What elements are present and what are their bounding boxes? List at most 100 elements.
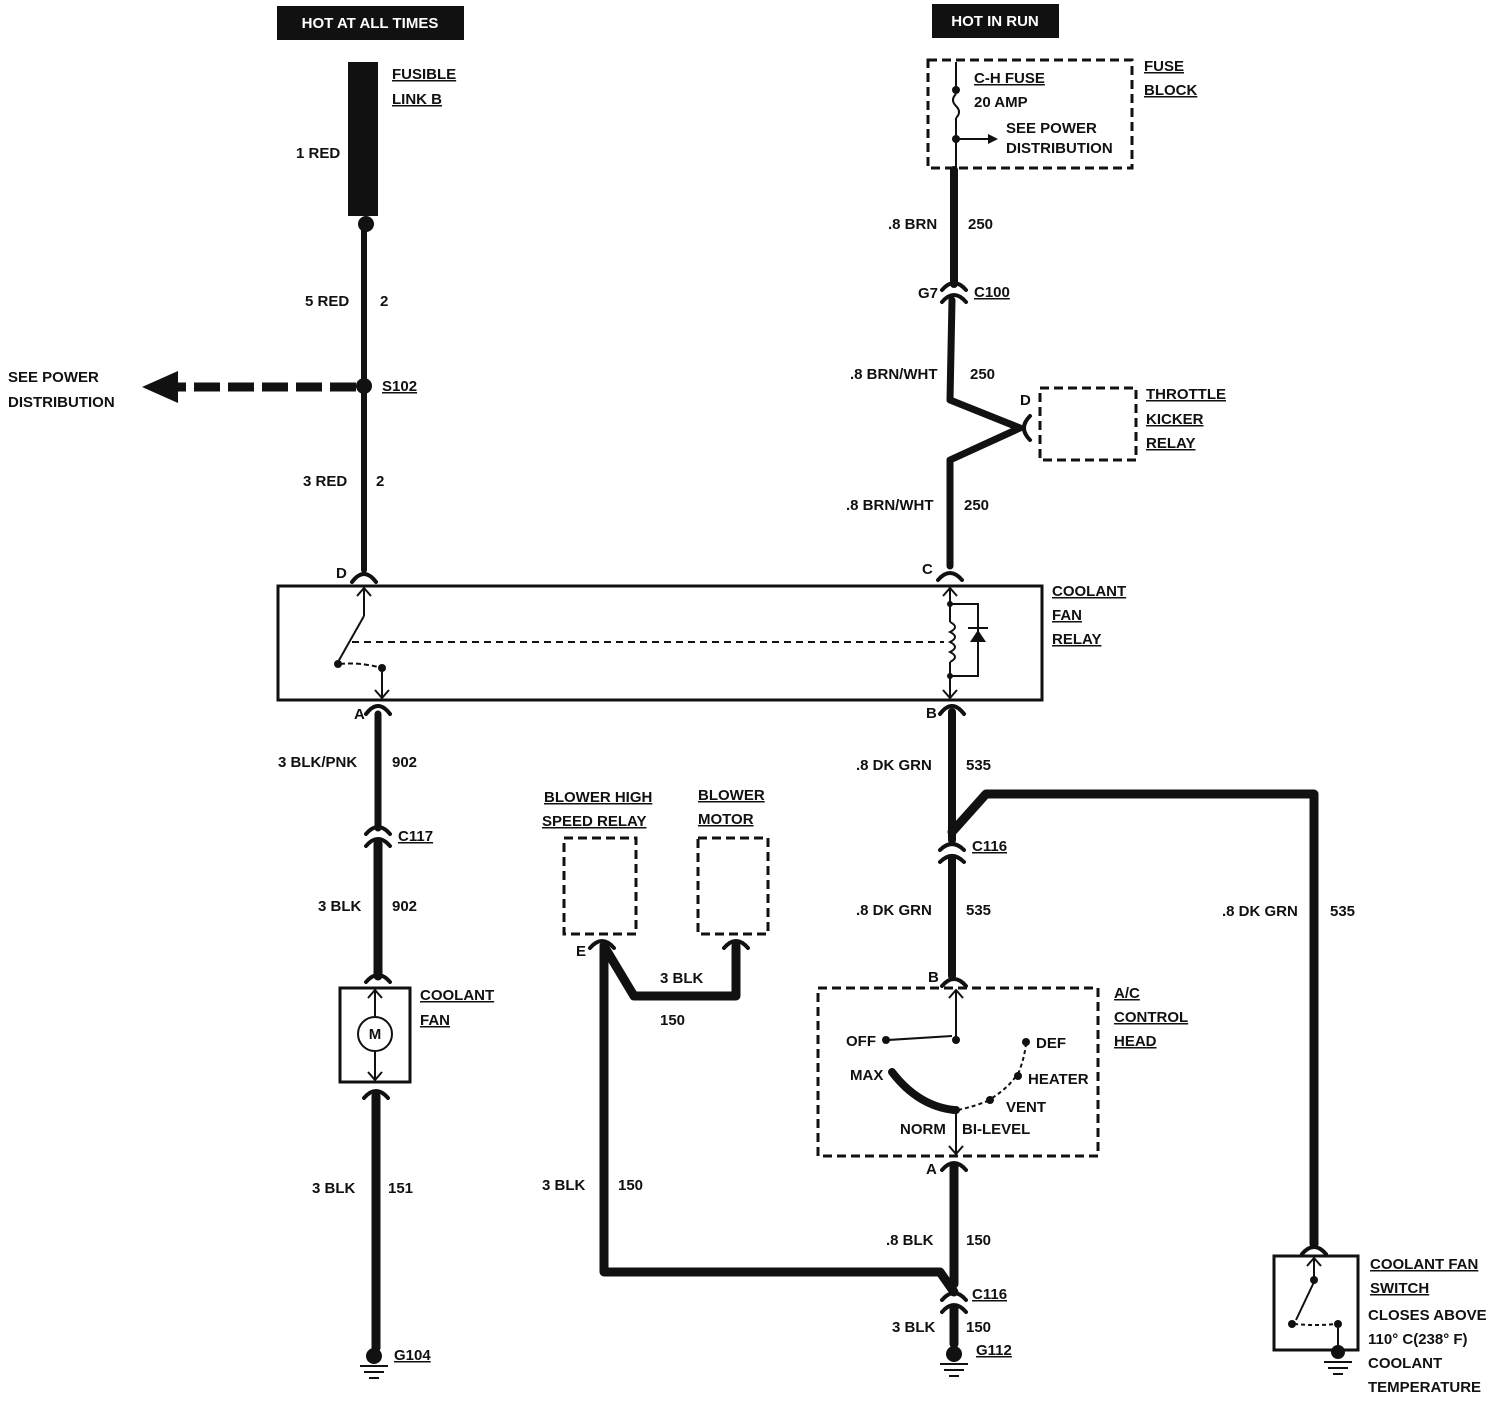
coolant-switch-desc-2: 110° C(238° F) [1368,1331,1468,1348]
c100-pin: G7 [918,285,938,302]
kicker-label-2: KICKER [1146,411,1204,428]
ac-pos-off: OFF [846,1033,876,1050]
connector-blower-relay-e [588,939,616,950]
blower-relay-label-2: SPEED RELAY [542,813,646,830]
connector-c116-bottom-label: C116 [972,1286,1007,1303]
blower-motor-label-1: BLOWER [698,787,765,804]
coolant-switch-label-2: SWITCH [1370,1280,1429,1297]
wire-dkgrn-1-label: .8 DK GRN [856,757,932,774]
fusible-link-label-1: FUSIBLE [392,66,456,83]
ground-g104 [360,1348,388,1379]
wire-3red-circuit: 2 [376,473,384,490]
coolant-switch-desc-3: COOLANT [1368,1355,1442,1372]
wire-jumper-circuit: 150 [660,1012,685,1029]
ac-pos-max: MAX [850,1067,883,1084]
ground-g112-label: G112 [976,1342,1012,1359]
connector-kicker-d [1022,414,1032,442]
kicker-label-1: THROTTLE [1146,386,1226,403]
wire-3blk-label: 3 BLK [318,898,362,915]
blower-motor [696,836,770,936]
throttle-kicker-relay [1038,386,1138,462]
wire-3blk-circuit: 902 [392,898,417,915]
blower-high-speed-relay [562,836,638,936]
fuse-see-power-2: DISTRIBUTION [1006,140,1113,157]
header-hot-at-all-times: HOT AT ALL TIMES [277,6,464,40]
wire-brnwht-1-label: .8 BRN/WHT [850,366,938,383]
fuse-block-label-2: BLOCK [1144,82,1197,99]
fuse-rating: 20 AMP [974,94,1028,111]
relay-switch-contacts [334,586,944,700]
connector-c116-top-label: C116 [972,838,1007,855]
wire-blower-down-circuit: 150 [618,1177,643,1194]
coolant-fan-label-2: FAN [420,1012,450,1029]
wire-blower-150 [599,941,959,1297]
wire-brnwht-250 [946,296,1024,570]
wire-blk-label: .8 BLK [886,1232,934,1249]
wire-1red-label: 1 RED [296,145,340,162]
splice-s102-label: S102 [382,378,417,395]
ac-pos-vent: VENT [1006,1099,1046,1116]
relay-label-2: FAN [1052,607,1082,624]
ac-pos-heater: HEATER [1028,1071,1089,1088]
relay-pin-a: A [354,706,365,723]
coolant-fan-relay [276,584,1044,702]
wire-gnd-label: 3 BLK [312,1180,356,1197]
coolant-switch-contacts [1288,1256,1352,1375]
connector-c117 [364,825,392,848]
wire-jumper-label: 3 BLK [660,970,704,987]
fuse-name: C-H FUSE [974,70,1045,87]
coolant-fan-switch [1272,1254,1360,1352]
relay-label-3: RELAY [1052,631,1101,648]
ac-pos-bilevel: BI-LEVEL [962,1121,1030,1138]
wire-blk-circuit: 150 [966,1232,991,1249]
blower-relay-label-1: BLOWER HIGH [544,789,652,806]
fusible-link-label-2: LINK B [392,91,442,108]
wire-3blk-150-circuit: 150 [966,1319,991,1336]
fuse-see-power-1: SEE POWER [1006,120,1097,137]
wire-3blk-150-label: 3 BLK [892,1319,936,1336]
wire-brn-circuit: 250 [968,216,993,233]
connector-fan-bottom [362,1089,390,1100]
wire-brn-label: .8 BRN [888,216,937,233]
wire-brnwht-1-circuit: 250 [970,366,995,383]
connector-relay-a [364,704,392,716]
relay-label-1: COOLANT [1052,583,1126,600]
relay-coil-and-diode [942,586,988,700]
connector-blower-motor [722,939,750,950]
kicker-pin-d: D [1020,392,1031,409]
connector-coolant-switch [1300,1245,1328,1256]
coolant-fan-motor [338,986,412,1084]
connector-relay-b [938,704,966,716]
wire-blkpnk-circuit: 902 [392,754,417,771]
blower-motor-label-2: MOTOR [698,811,754,828]
ac-head-pin-a: A [926,1161,937,1178]
connector-relay-c [936,571,964,582]
wire-dkgrn-3-circuit: 535 [1330,903,1355,920]
wire-brnwht-2-circuit: 250 [964,497,989,514]
relay-pin-c: C [922,561,933,578]
fusible-link-b [348,62,378,232]
ac-head-label-1: A/C [1114,985,1140,1002]
connector-relay-d [350,572,378,584]
relay-pin-b: B [926,705,937,722]
wire-5red-circuit: 2 [380,293,388,310]
ac-pos-norm: NORM [900,1121,946,1138]
wire-5red-label: 5 RED [305,293,349,310]
ground-g104-label: G104 [394,1347,431,1364]
wire-dkgrn-2-label: .8 DK GRN [856,902,932,919]
fuse-block-label-1: FUSE [1144,58,1184,75]
wire-blower-jumper [599,941,741,1001]
connector-c117-label: C117 [398,828,433,845]
header-hot-in-run-label: HOT IN RUN [951,13,1039,30]
connector-ac-head-b [940,977,968,988]
coolant-switch-desc-1: CLOSES ABOVE [1368,1307,1487,1324]
connector-c100-label: C100 [974,284,1010,301]
header-hot-in-run: HOT IN RUN [932,4,1059,38]
wire-dkgrn-535-switch [947,789,1319,1249]
see-power-left-2: DISTRIBUTION [8,394,115,411]
ac-head-label-3: HEAD [1114,1033,1157,1050]
ground-g112 [940,1346,968,1377]
header-hot-at-all-times-label: HOT AT ALL TIMES [302,15,439,32]
wire-blower-down-label: 3 BLK [542,1177,586,1194]
